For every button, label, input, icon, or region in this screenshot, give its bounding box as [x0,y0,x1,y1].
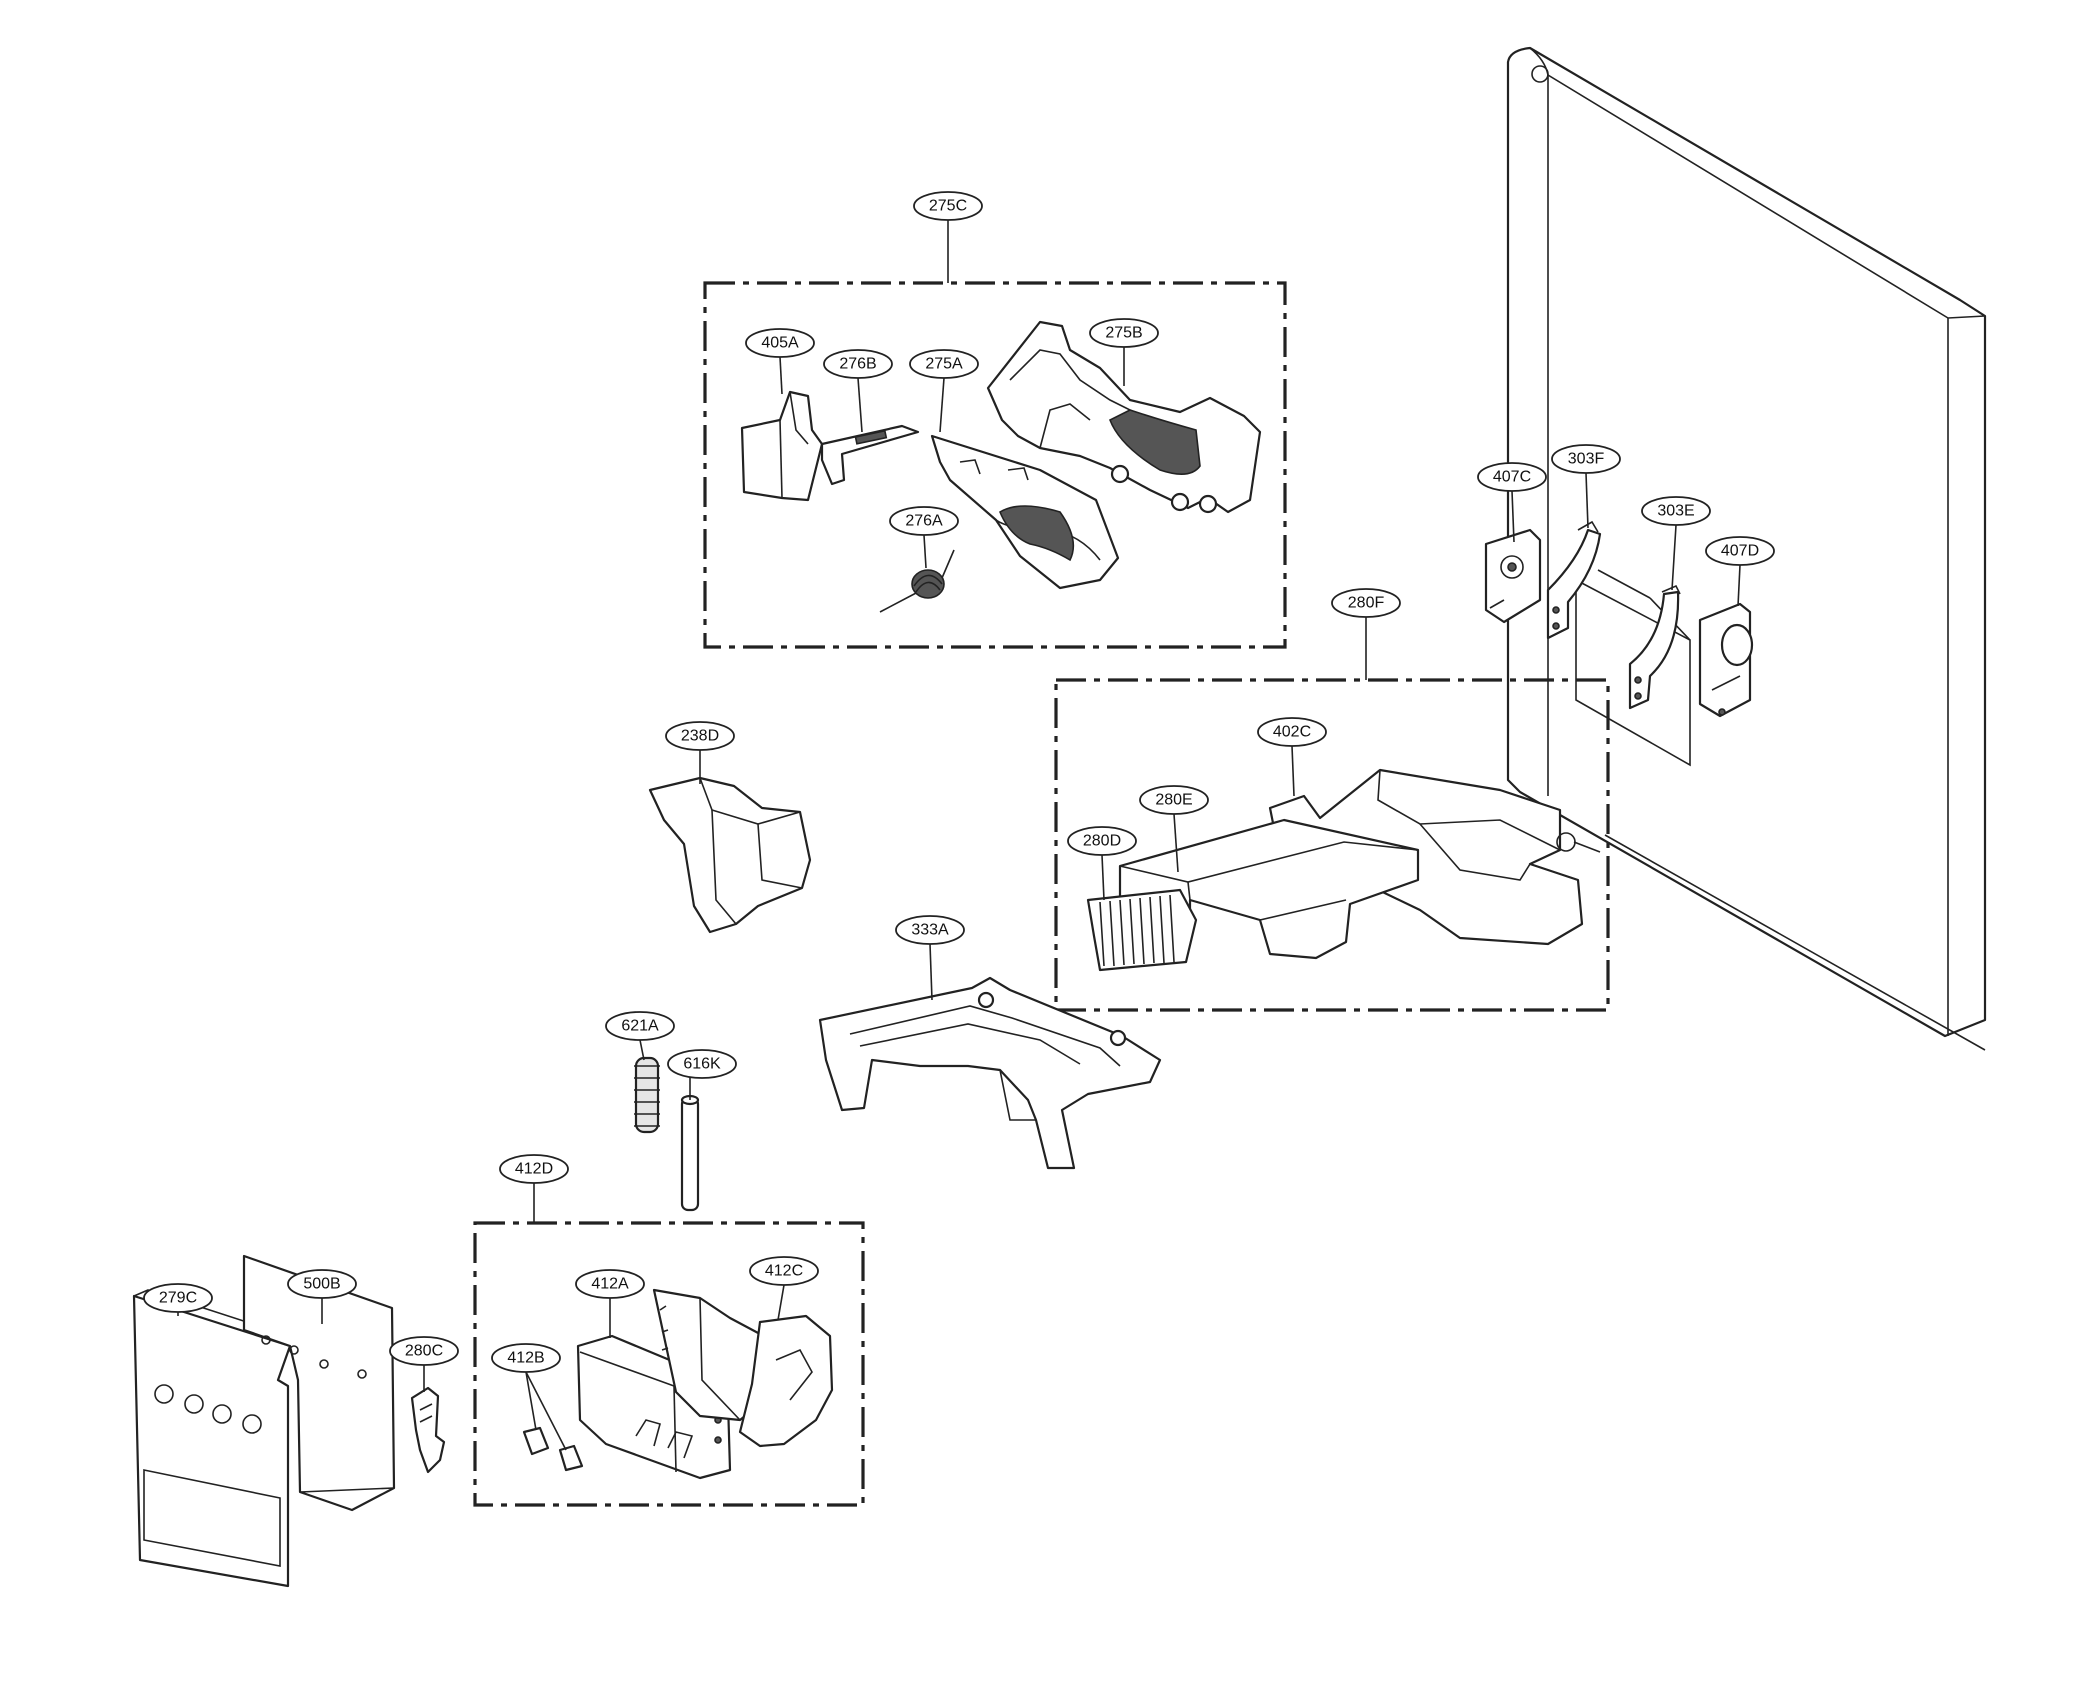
callout-407D: 407D [1705,536,1775,566]
callout-303E: 303E [1641,496,1711,526]
callout-621A: 621A [605,1011,675,1041]
group-box-412D [473,1221,865,1507]
group-box-275C [703,281,1287,649]
part-280C [410,1386,446,1474]
part-407C [1484,528,1542,624]
part-621A [634,1056,660,1134]
svg-text:402C: 402C [1273,724,1311,741]
group-box-280F [1054,678,1610,1012]
svg-text:280D: 280D [1083,833,1121,850]
part-275A [930,434,1120,590]
callout-412C: 412C [749,1256,819,1286]
callout-280F: 280F [1331,588,1401,618]
part-616K [680,1094,700,1212]
svg-text:621A: 621A [621,1018,659,1035]
callout-412A: 412A [575,1269,645,1299]
callout-276B: 276B [823,349,893,379]
part-238D [648,776,812,934]
callout-280D: 280D [1067,826,1137,856]
callout-407C: 407C [1477,462,1547,492]
svg-text:275C: 275C [929,198,967,215]
svg-text:303F: 303F [1568,451,1605,468]
part-333A [818,976,1162,1170]
callout-238D: 238D [665,721,735,751]
svg-text:500B: 500B [303,1276,340,1293]
callout-412D: 412D [499,1154,569,1184]
part-276B [820,424,920,486]
svg-text:280C: 280C [405,1343,443,1360]
callout-279C: 279C [143,1283,213,1313]
part-412B [522,1426,584,1472]
svg-text:280E: 280E [1155,792,1192,809]
callout-275C: 275C [913,191,983,221]
svg-text:405A: 405A [761,335,799,352]
callout-275A: 275A [909,349,979,379]
leader-lines [177,219,1741,1451]
svg-text:407C: 407C [1493,469,1531,486]
callout-616K: 616K [667,1049,737,1079]
svg-text:412C: 412C [765,1263,803,1280]
part-407D [1698,602,1754,718]
callout-333A: 333A [895,915,965,945]
part-276A [879,549,955,613]
part-303E [1628,584,1681,710]
part-412C [652,1288,834,1448]
callout-405A: 405A [745,328,815,358]
svg-text:412B: 412B [507,1350,544,1367]
grille-slats [1099,894,1175,967]
callout-280E: 280E [1139,785,1209,815]
part-405A [740,390,824,502]
part-280D [1086,888,1198,972]
callout-500B: 500B [287,1269,357,1299]
svg-text:303E: 303E [1657,503,1694,520]
part-275B [986,320,1262,514]
svg-text:616K: 616K [683,1056,721,1073]
callout-412B: 412B [491,1343,561,1373]
part-500B [242,1254,396,1512]
svg-text:238D: 238D [681,728,719,745]
svg-text:276A: 276A [905,513,943,530]
svg-text:412D: 412D [515,1161,553,1178]
svg-text:275B: 275B [1105,325,1142,342]
callout-280C: 280C [389,1336,459,1366]
part-303F [1546,520,1602,640]
callout-275B: 275B [1089,318,1159,348]
svg-text:412A: 412A [591,1276,629,1293]
svg-text:279C: 279C [159,1290,197,1307]
svg-text:280F: 280F [1348,595,1385,612]
svg-text:275A: 275A [925,356,963,373]
svg-text:407D: 407D [1721,543,1759,560]
callout-303F: 303F [1551,444,1621,474]
callout-402C: 402C [1257,717,1327,747]
callout-276A: 276A [889,506,959,536]
svg-text:333A: 333A [911,922,949,939]
svg-text:276B: 276B [839,356,876,373]
